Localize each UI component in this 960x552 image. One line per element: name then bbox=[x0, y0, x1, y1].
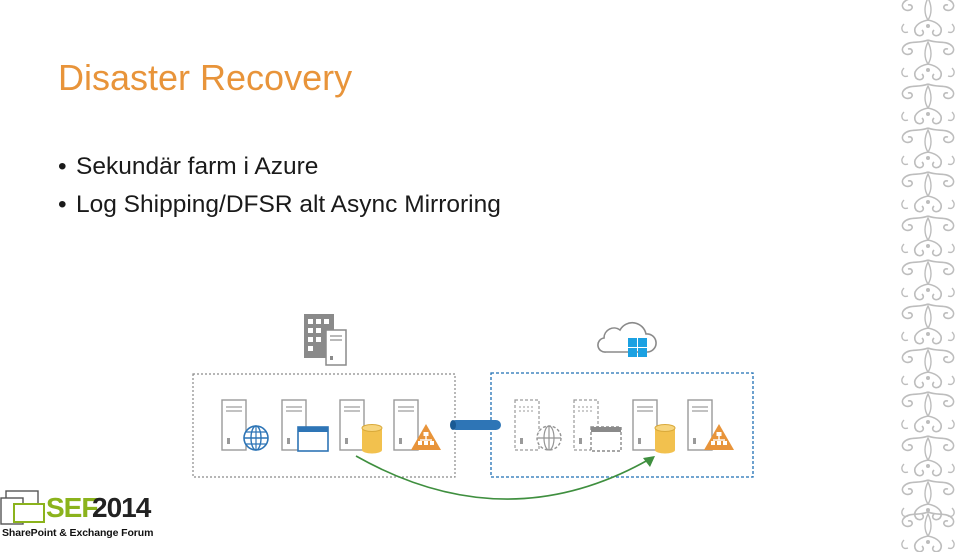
bullet-item: • Sekundär farm i Azure bbox=[58, 148, 501, 186]
sef-logo-icon bbox=[0, 490, 45, 525]
bullet-list: • Sekundär farm i Azure • Log Shipping/DFS… bbox=[58, 148, 501, 224]
network-server-icon bbox=[687, 399, 735, 451]
bullet-text: Sekundär farm i Azure bbox=[76, 153, 319, 180]
web-server-icon bbox=[221, 399, 269, 451]
database-server-icon bbox=[632, 399, 676, 454]
logo-year: 2014 bbox=[92, 492, 151, 523]
web-server-icon bbox=[514, 399, 562, 451]
bullet-dot: • bbox=[58, 191, 67, 218]
network-server-icon bbox=[393, 399, 442, 451]
connector-pipe bbox=[450, 420, 501, 430]
app-server-icon bbox=[573, 399, 622, 452]
bullet-text: Log Shipping/DFSR alt Async Mirroring bbox=[76, 191, 501, 218]
bullet-item: • Log Shipping/DFSR alt Async Mirroring bbox=[58, 186, 501, 224]
app-server-icon bbox=[281, 399, 329, 452]
slide-title: Disaster Recovery bbox=[58, 57, 353, 98]
ornamental-border bbox=[901, 0, 955, 552]
office-building-icon bbox=[304, 314, 347, 366]
logo-sef: SEF bbox=[46, 492, 98, 523]
replication-arrow bbox=[355, 455, 655, 500]
database-server-icon bbox=[339, 399, 383, 454]
logo-tagline: SharePoint & Exchange Forum bbox=[2, 527, 154, 539]
azure-cloud-icon bbox=[597, 321, 657, 357]
windows-icon bbox=[628, 338, 647, 357]
bullet-dot: • bbox=[58, 153, 67, 180]
